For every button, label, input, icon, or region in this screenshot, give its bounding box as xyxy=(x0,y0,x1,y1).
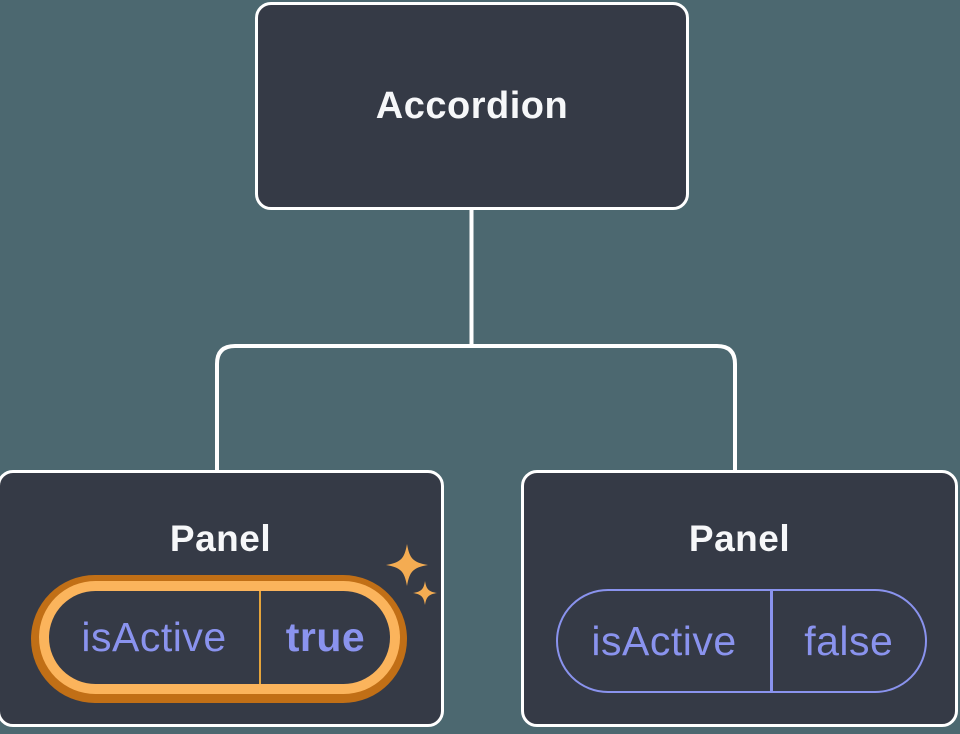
accordion-node: Accordion xyxy=(255,2,689,210)
state-pill-highlight-ring: isActive true xyxy=(31,575,407,703)
panel-node-inactive: Panel isActive false xyxy=(521,470,958,727)
state-pill-highlight-ring-inner: isActive true xyxy=(39,581,400,694)
panel-node-label: Panel xyxy=(169,518,272,559)
state-pill-divider xyxy=(770,591,773,691)
state-value-label: false xyxy=(804,617,894,664)
state-key-label: isActive xyxy=(81,614,227,660)
accordion-node-label: Accordion xyxy=(375,84,569,127)
state-value-label: true xyxy=(285,614,366,660)
panel-node-active: Panel isActive true xyxy=(0,470,444,727)
state-key-label: isActive xyxy=(591,617,737,664)
state-pill-divider xyxy=(259,591,261,684)
state-pill-active: isActive true xyxy=(49,591,390,684)
panel-node-label: Panel xyxy=(688,518,791,559)
sparkles-icon xyxy=(386,544,437,605)
state-pill-inactive: isActive false xyxy=(556,589,927,693)
